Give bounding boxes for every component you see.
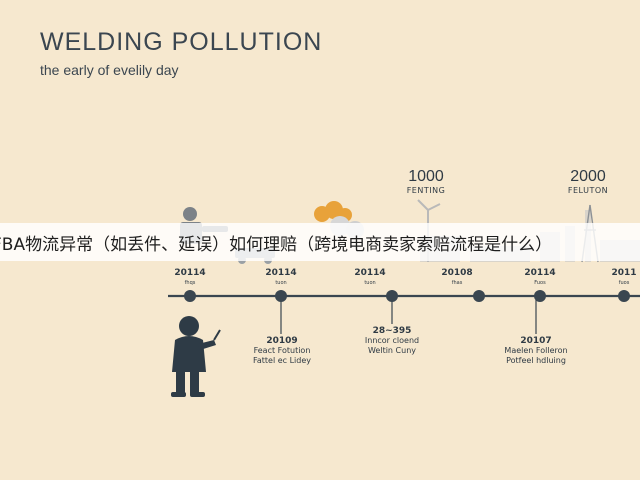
event-year: 20109 <box>266 336 298 346</box>
event-year: 28~395 <box>372 326 412 336</box>
event-line: Potfeel hdluing <box>506 356 566 365</box>
timeline-dot <box>473 290 485 302</box>
timeline-dot <box>618 290 630 302</box>
timeline-dot <box>184 290 196 302</box>
tick-sublabel: fhqs <box>184 280 196 286</box>
timeline-dot <box>275 290 287 302</box>
event-below: 20107 Maelen Folleron Potfeel hdluing <box>504 336 567 366</box>
tick-label: 2011 <box>611 268 637 278</box>
overlay-banner: FBA物流异常（如丢件、延误）如何理赔（跨境电商卖家索赔流程是什么） <box>0 223 640 261</box>
milestone-year-2000: 2000 <box>570 168 606 185</box>
tick-label: 20114 <box>174 268 206 278</box>
overlay-banner-text: FBA物流异常（如丢件、延误）如何理赔（跨境电商卖家索赔流程是什么） <box>0 234 553 255</box>
tick-label: 20114 <box>265 268 297 278</box>
event-line: Inncor cloend <box>364 336 420 345</box>
page-subtitle: the early of evelily day <box>40 62 179 78</box>
event-line: Weltin Cuny <box>367 346 417 355</box>
page-title: WELDING POLLUTION <box>40 28 323 56</box>
tick-sublabel: tuon <box>275 280 287 286</box>
timeline-dot <box>386 290 398 302</box>
tick-label: 20108 <box>441 268 473 278</box>
tick-sublabel: fhas <box>451 280 463 286</box>
event-below: 28~395 Inncor cloend Weltin Cuny <box>365 326 419 356</box>
event-year: 20107 <box>520 336 552 346</box>
tick-sublabel: tuon <box>364 280 376 286</box>
event-line: Feact Fotution <box>253 346 311 355</box>
event-below: 20109 Feact Fotution Fattel ec Lidey <box>253 336 311 366</box>
tick-sublabel: Fuos <box>534 280 546 286</box>
tick-label: 20114 <box>524 268 556 278</box>
event-line: Maelen Folleron <box>504 346 568 355</box>
milestone-year-1000: 1000 <box>408 168 444 185</box>
tick-sublabel: fuos <box>618 280 630 286</box>
milestone-caption-1000: FENTING <box>406 186 446 195</box>
tick-label: 20114 <box>354 268 386 278</box>
timeline-connectors <box>280 300 537 334</box>
timeline-dot <box>534 290 546 302</box>
milestone-caption-2000: FELUTON <box>567 186 609 195</box>
welder-figure <box>171 316 221 397</box>
event-line: Fattel ec Lidey <box>252 356 312 365</box>
timeline-dots <box>184 290 630 302</box>
